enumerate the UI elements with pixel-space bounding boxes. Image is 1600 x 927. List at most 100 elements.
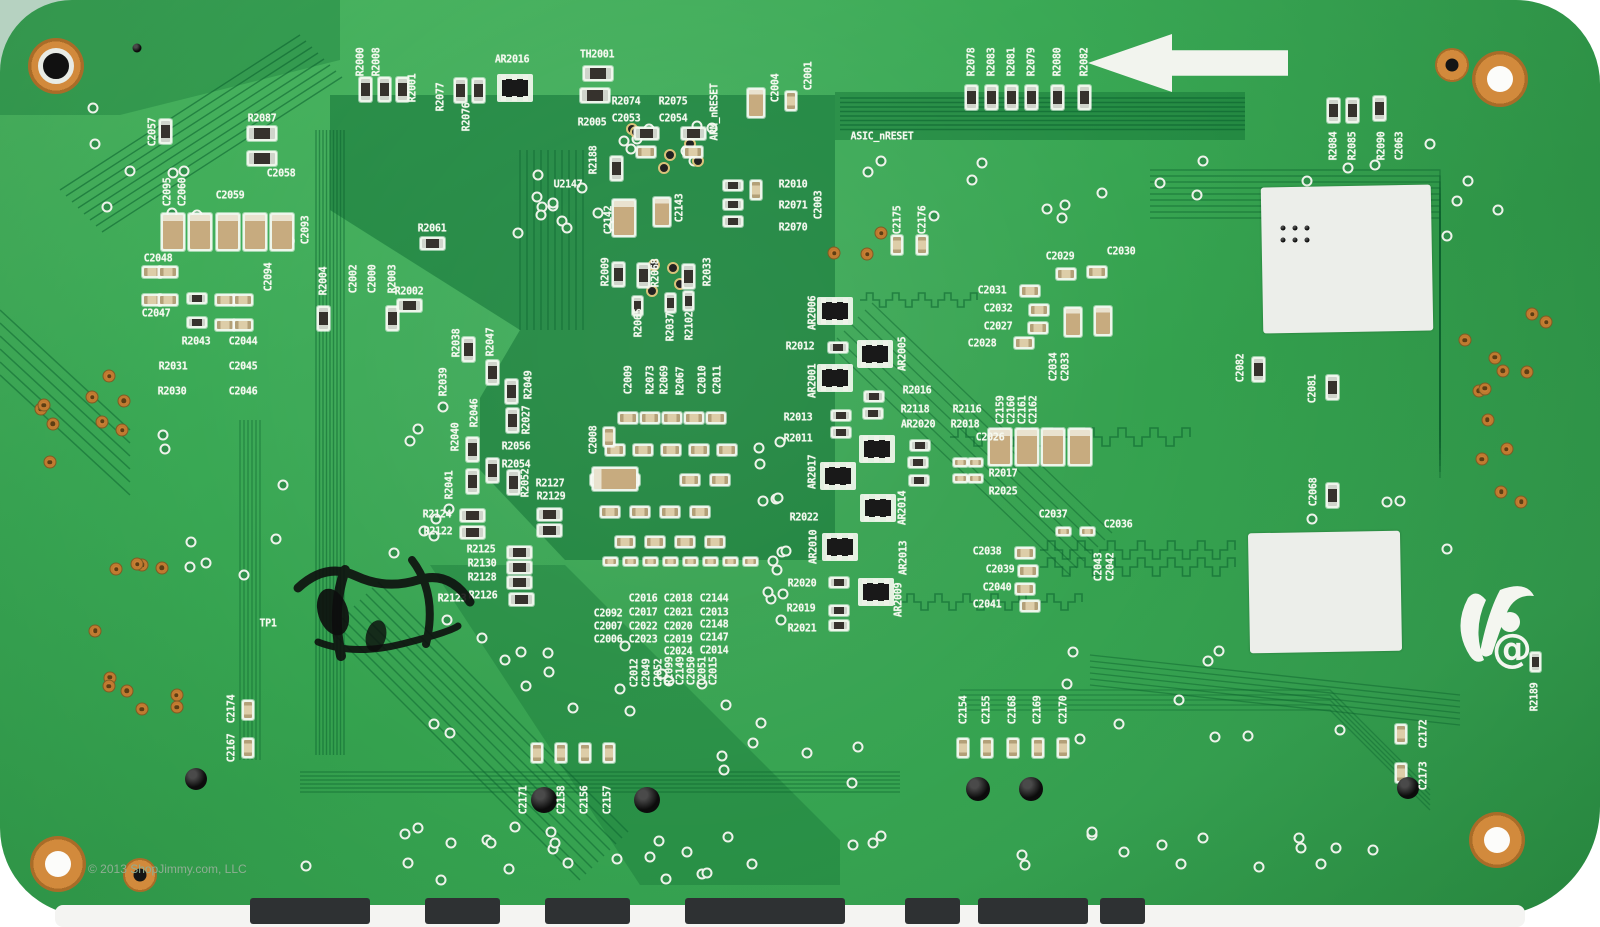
trace-line (1089, 660, 1461, 702)
mounting-hole (28, 38, 84, 94)
silkscreen-label: C2026 (975, 430, 1005, 444)
silkscreen-label: R2030 (157, 384, 187, 398)
capacitor-body (969, 475, 981, 481)
test-point-dot (1397, 777, 1419, 799)
white-via (444, 727, 456, 739)
capacitor-body (744, 558, 756, 564)
copper-via (1525, 307, 1539, 321)
white-via (771, 564, 783, 576)
white-via (1154, 177, 1166, 189)
silkscreen-label: C2023 (628, 632, 658, 646)
mounting-hole-center (1484, 827, 1510, 853)
ic-pin (848, 534, 853, 539)
resistor-body (866, 392, 882, 400)
capacitor-body (1397, 726, 1405, 742)
resistor-body (986, 86, 996, 108)
smd-capacitor (642, 556, 658, 566)
resistor-body (1026, 86, 1036, 108)
capacitor-body (752, 182, 760, 198)
copper-pour (0, 0, 340, 115)
silkscreen-label: R2019 (786, 601, 816, 615)
resistor-body (189, 318, 205, 326)
white-via (1209, 731, 1221, 743)
capacitor-body (647, 538, 663, 546)
tantalum-body (190, 215, 210, 249)
ic-pin (885, 436, 890, 441)
smd-capacitor (1015, 547, 1035, 559)
ic-pin (837, 555, 842, 560)
copper-via (1514, 495, 1528, 509)
smd-capacitor (233, 294, 253, 306)
silkscreen-label: C2039 (985, 562, 1015, 576)
smd-resistor (829, 619, 849, 631)
silkscreen-label: C2036 (1103, 517, 1133, 531)
resistor-body (966, 86, 976, 108)
white-via (404, 435, 416, 447)
smd-capacitor (662, 556, 678, 566)
smd-capacitor (891, 235, 903, 255)
silkscreen-label: C2028 (967, 336, 997, 350)
ic-pin (832, 298, 837, 303)
white-via (435, 874, 447, 886)
ic-pin (523, 75, 528, 80)
white-via (663, 675, 675, 687)
copper-via (860, 247, 874, 261)
trace-line (95, 70, 337, 227)
smd-capacitor (683, 146, 703, 158)
edge-connector-tab (545, 898, 630, 924)
white-via (1118, 846, 1130, 858)
copper-via (827, 246, 841, 260)
white-via (437, 401, 449, 413)
trace-line (1089, 666, 1461, 708)
white-via (875, 155, 887, 167)
edge-connector-tab (978, 898, 1088, 924)
resistor-body (831, 578, 847, 586)
smd-resistor (636, 262, 650, 288)
trace-line (1089, 672, 1461, 714)
smd-resistor (471, 77, 485, 103)
white-via (1369, 159, 1381, 171)
silkscreen-label: R2127 (535, 476, 565, 490)
ic-chip (857, 340, 893, 368)
white-via (1175, 858, 1187, 870)
silkscreen-label: C2029 (1045, 249, 1075, 263)
ic-chip (820, 462, 856, 490)
white-via (1394, 495, 1406, 507)
silkscreen-label: C2018 (663, 591, 693, 605)
resistor-body (318, 307, 328, 329)
capacitor-body (707, 538, 723, 546)
trace-line (347, 611, 599, 863)
capacitor-body (1031, 306, 1047, 314)
smd-capacitor (661, 444, 681, 456)
smd-resistor (385, 305, 399, 331)
resistor-body (508, 471, 518, 493)
trace-line (89, 64, 331, 221)
white-via (445, 837, 457, 849)
smd-capacitor (706, 412, 726, 424)
white-via (1367, 844, 1379, 856)
white-via (1019, 859, 1031, 871)
capacitor-body (1016, 339, 1032, 347)
capacitor-body (620, 414, 636, 422)
white-via (503, 863, 515, 875)
smd-capacitor (1015, 583, 1035, 595)
ic-pin (824, 484, 829, 489)
resistor-body (910, 458, 926, 466)
smd-capacitor (158, 294, 178, 306)
smd-resistor (864, 390, 884, 402)
smd-resistor (910, 439, 930, 451)
ic-pin (886, 516, 891, 521)
white-via (718, 764, 730, 776)
resistor-body (508, 562, 530, 572)
smd-capacitor (967, 457, 983, 467)
white-via (1202, 655, 1214, 667)
ic-pin (862, 579, 867, 584)
silkscreen-label: R2005 (577, 115, 607, 129)
capacitor-body (644, 558, 656, 564)
white-via (1330, 842, 1342, 854)
white-via (428, 530, 440, 542)
capacitor-body (632, 508, 648, 516)
silkscreen-label: R2129 (536, 489, 566, 503)
white-via (1334, 724, 1346, 736)
